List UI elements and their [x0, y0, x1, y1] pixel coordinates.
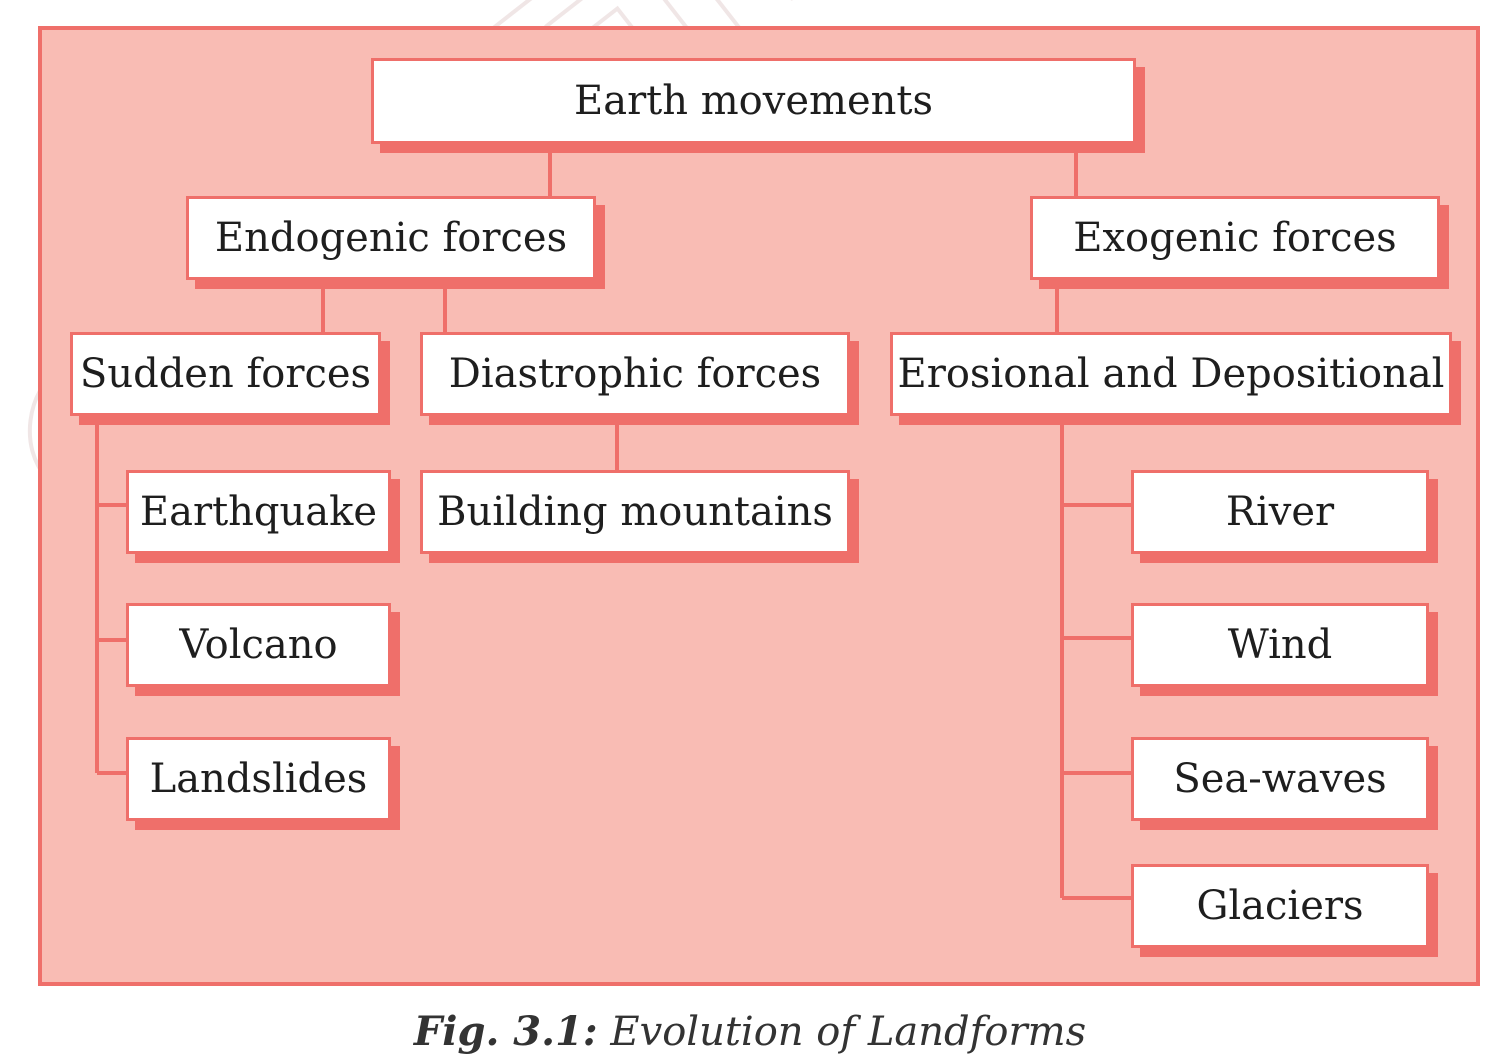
node-earthquake: Earthquake: [126, 470, 391, 554]
node-exogenic-forces: Exogenic forces: [1030, 196, 1440, 280]
node-volcano: Volcano: [126, 603, 391, 687]
figure-label: Fig. 3.1:: [413, 1008, 598, 1055]
node-glaciers: Glaciers: [1131, 864, 1429, 948]
node-sudden-forces: Sudden forces: [70, 332, 381, 416]
node-endogenic-forces: Endogenic forces: [186, 196, 596, 280]
node-diastrophic-forces: Diastrophic forces: [420, 332, 850, 416]
node-sea-waves: Sea-waves: [1131, 737, 1429, 821]
node-landslides: Landslides: [126, 737, 391, 821]
node-building-mountains: Building mountains: [420, 470, 850, 554]
node-erosional-depositional: Erosional and Depositional: [890, 332, 1452, 416]
figure-caption: Fig. 3.1: Evolution of Landforms: [0, 1008, 1500, 1055]
node-earth-movements: Earth movements: [371, 58, 1136, 144]
node-river: River: [1131, 470, 1429, 554]
node-wind: Wind: [1131, 603, 1429, 687]
figure-title: Evolution of Landforms: [610, 1009, 1087, 1055]
